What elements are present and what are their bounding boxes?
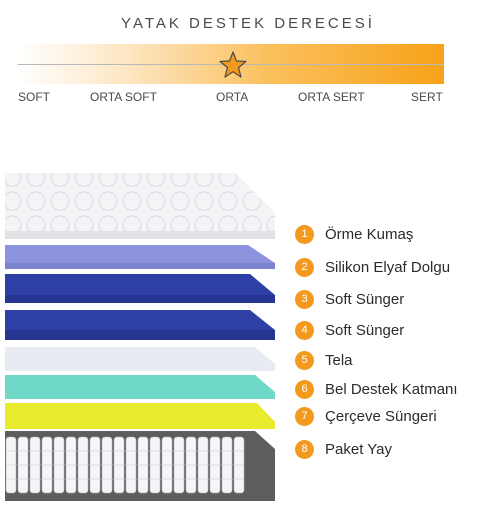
legend-badge: 7 xyxy=(295,406,314,426)
layer-lumbar-support xyxy=(5,375,275,399)
legend-item-1: 1 Örme Kumaş xyxy=(295,223,413,245)
star-icon xyxy=(219,51,247,78)
mattress-layers-illustration xyxy=(5,173,275,501)
legend-badge: 3 xyxy=(295,289,314,309)
legend-item-8: 8 Paket Yay xyxy=(295,438,392,460)
legend-label: Silikon Elyaf Dolgu xyxy=(325,258,451,276)
legend-label: Çerçeve Süngeri xyxy=(325,407,437,425)
legend-item-6: 6 Bel Destek Katmanı xyxy=(295,378,458,400)
legend-badge: 1 xyxy=(295,224,314,244)
page-title: YATAK DESTEK DERECESİ xyxy=(121,15,375,32)
legend-label: Soft Sünger xyxy=(325,290,405,308)
legend-badge: 8 xyxy=(295,439,314,459)
legend-badge: 2 xyxy=(295,257,314,277)
legend-label: Soft Sünger xyxy=(325,321,405,339)
scale-label-orta-sert: ORTA SERT xyxy=(298,90,365,104)
legend-item-3: 3 Soft Sünger xyxy=(295,288,404,310)
legend-label: Tela xyxy=(325,351,353,369)
legend-badge: 6 xyxy=(295,379,314,399)
legend-item-2: 2 Silikon Elyaf Dolgu xyxy=(295,256,450,278)
legend-label: Örme Kumaş xyxy=(325,225,414,243)
layer-tela xyxy=(5,347,275,371)
scale-label-sert: SERT xyxy=(411,90,443,104)
scale-label-orta: ORTA xyxy=(216,90,249,104)
legend-badge: 4 xyxy=(295,320,314,340)
legend-label: Paket Yay xyxy=(325,440,392,458)
scale-label-orta-soft: ORTA SOFT xyxy=(90,90,157,104)
legend-item-7: 7 Çerçeve Süngeri xyxy=(295,405,437,427)
legend-item-4: 4 Soft Sünger xyxy=(295,319,404,341)
scale-label-soft: SOFT xyxy=(18,90,50,104)
legend-item-5: 5 Tela xyxy=(295,349,353,371)
legend-label: Bel Destek Katmanı xyxy=(325,380,458,398)
legend-badge: 5 xyxy=(295,350,314,370)
layer-frame-foam xyxy=(5,403,275,429)
